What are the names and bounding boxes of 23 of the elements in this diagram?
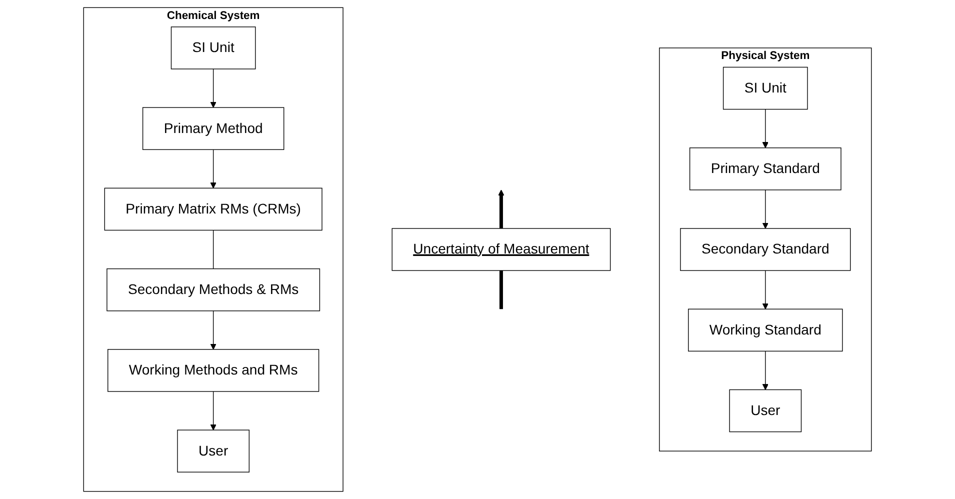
arrow [762,270,768,310]
node-box: Working Standard [688,308,843,352]
arrow [210,391,216,430]
arrow [762,108,768,148]
node-box: Secondary Methods & RMs [106,268,320,312]
node-box: SI Unit [170,26,256,70]
arrow [498,190,504,228]
node-box: Primary Method [142,107,284,150]
arrow [210,310,216,350]
connector [499,270,503,310]
connector [212,230,214,270]
node-box: Secondary Standard [680,228,851,271]
arrow [762,190,768,229]
arrow [210,149,216,188]
node-box: User [177,430,250,472]
arrow [762,350,768,390]
node-box: Working Methods and RMs [108,349,320,392]
node-box: Primary Matrix RMs (CRMs) [104,188,322,231]
arrow [210,68,216,108]
node-box: Primary Standard [689,147,842,190]
node-box: User [729,389,802,432]
node-box: Uncertainty of Measurement [392,228,611,271]
node-box: SI Unit [722,66,808,110]
